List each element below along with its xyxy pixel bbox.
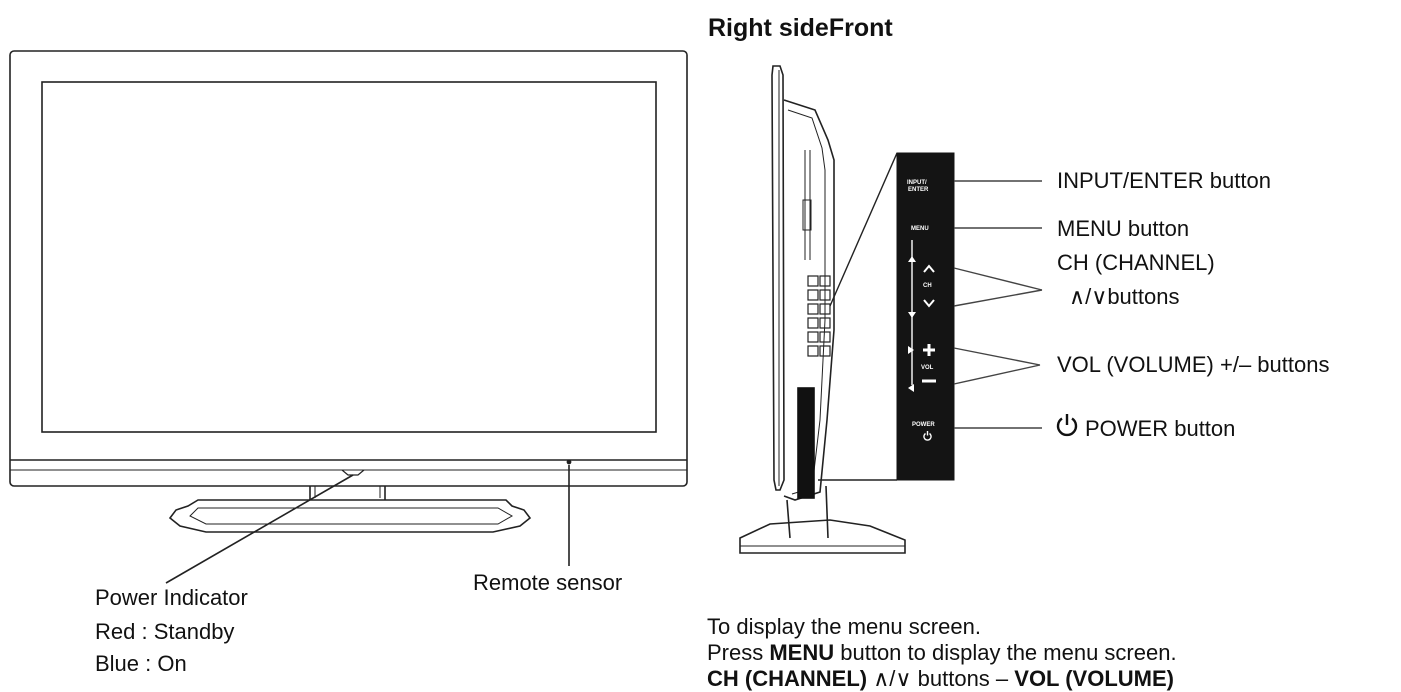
standby-status-label: Red : Standby	[95, 619, 235, 644]
on-status-label: Blue : On	[95, 651, 187, 676]
remote-sensor-dot	[566, 459, 572, 465]
power-icon	[1056, 414, 1078, 437]
callout-leader-lines	[953, 180, 1043, 429]
instruction-line-2-post: button to display the menu screen.	[834, 640, 1177, 665]
panel-vol-label: VOL	[921, 365, 934, 371]
callout-menu: MENU button	[1057, 216, 1190, 241]
instruction-vol-bold: VOL (VOLUME)	[1014, 666, 1174, 691]
remote-sensor-label: Remote sensor	[473, 570, 623, 595]
panel-play-arrow-icon	[908, 346, 914, 354]
menu-instructions: To display the menu screen. Press MENU b…	[707, 614, 1397, 692]
instruction-menu-bold: MENU	[769, 640, 835, 665]
panel-zoom-lines	[818, 152, 898, 481]
instruction-line-1: To display the menu screen.	[707, 614, 981, 639]
callout-ch-line1: CH (CHANNEL)	[1057, 250, 1215, 275]
callout-ch-line2: ∧/∨buttons	[1069, 284, 1180, 309]
panel-down-arrow-icon	[908, 312, 916, 318]
power-indicator-led	[341, 469, 365, 476]
panel-up-arrow-icon	[908, 256, 916, 262]
panel-input-label-2: ENTER	[908, 187, 929, 193]
front-leader-lines	[165, 465, 570, 584]
vol-plus-icon	[923, 344, 935, 356]
control-panel-body	[896, 152, 955, 481]
ch-up-chevron-icon	[923, 264, 935, 273]
panel-power-label: POWER	[912, 422, 935, 428]
side-ports	[807, 275, 831, 357]
power-indicator-label: Power Indicator	[95, 585, 248, 610]
tv-bezel	[9, 50, 688, 487]
instruction-ch-bold: CH (CHANNEL)	[707, 666, 868, 691]
instruction-line-3-mid: ∧/∨ buttons –	[867, 666, 1015, 691]
ch-down-chevron-icon	[923, 299, 935, 308]
instruction-line-2-pre: Press	[707, 640, 770, 665]
panel-left-arrow-icon	[908, 384, 914, 392]
panel-power-icon	[923, 431, 932, 441]
side-view-heading: Right sideFront	[708, 14, 893, 42]
instruction-line-3: CH (CHANNEL) ∧/∨ buttons – VOL (VOLUME)	[707, 666, 1397, 692]
panel-input-label-1: INPUT/	[907, 180, 927, 186]
instruction-line-2: Press MENU button to display the menu sc…	[707, 640, 1397, 666]
callout-vol: VOL (VOLUME) +/– buttons	[1057, 352, 1330, 377]
tv-screen	[41, 81, 657, 433]
callout-input-enter: INPUT/ENTER button	[1057, 168, 1271, 193]
tv-stand-base	[168, 499, 532, 533]
tv-side-view	[739, 65, 906, 554]
panel-menu-label: MENU	[911, 226, 929, 232]
control-panel: INPUT/ ENTER MENU CH VOL POWER	[896, 152, 955, 481]
side-stand-base	[739, 519, 906, 554]
panel-ch-label: CH	[923, 283, 932, 289]
callout-power: POWER button	[1085, 416, 1236, 441]
tv-front-view	[9, 50, 688, 533]
